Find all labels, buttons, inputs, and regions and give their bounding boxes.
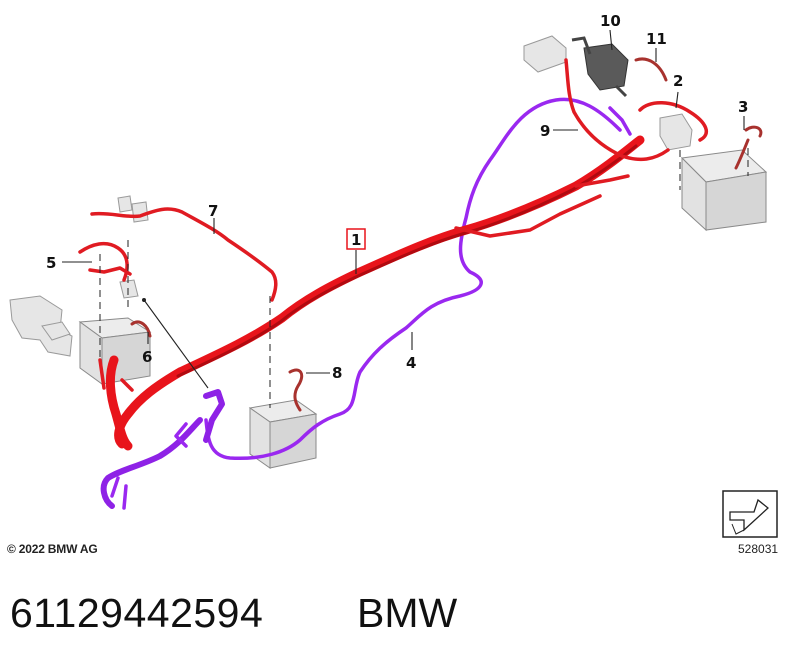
brand-name: BMW bbox=[357, 590, 458, 636]
ground-strap-6 bbox=[130, 320, 152, 338]
part-number: 61129442594 bbox=[10, 590, 264, 636]
red-cable-5-7 bbox=[78, 207, 278, 302]
junction-box-top bbox=[523, 35, 567, 73]
battery-front-right bbox=[680, 149, 768, 232]
fuse-box-part-10 bbox=[571, 36, 629, 98]
small-brackets-upper-left bbox=[117, 195, 149, 299]
callout-4[interactable]: 4 bbox=[406, 354, 416, 372]
leader-lines bbox=[62, 29, 745, 389]
callout-7[interactable]: 7 bbox=[208, 202, 218, 220]
callout-6[interactable]: 6 bbox=[142, 348, 152, 366]
callout-3[interactable]: 3 bbox=[738, 98, 748, 116]
callout-10[interactable]: 10 bbox=[600, 12, 621, 30]
ground-strap-3 bbox=[734, 125, 763, 170]
callout-9[interactable]: 9 bbox=[540, 122, 550, 140]
ground-strap-8 bbox=[288, 368, 304, 412]
arrow-box-icon[interactable] bbox=[722, 490, 778, 538]
battery-center bbox=[248, 399, 318, 469]
callout-5[interactable]: 5 bbox=[46, 254, 56, 272]
callout-1[interactable]: 1 bbox=[351, 231, 361, 249]
assembly-dashed-lines bbox=[99, 148, 749, 408]
purple-cable-4 bbox=[100, 97, 632, 510]
ground-strap-11 bbox=[634, 57, 668, 82]
copyright-text: © 2022 BMW AG bbox=[7, 542, 98, 556]
module-near-2 bbox=[659, 113, 693, 151]
red-main-cable-1 bbox=[98, 135, 645, 451]
callout-8[interactable]: 8 bbox=[332, 364, 342, 382]
callout-11[interactable]: 11 bbox=[646, 30, 667, 48]
callout-2[interactable]: 2 bbox=[673, 72, 683, 90]
red-cable-9 bbox=[564, 58, 709, 162]
callout-labels: 1 2 3 4 5 6 7 8 9 10 11 bbox=[46, 12, 748, 382]
rear-left-brackets bbox=[9, 295, 73, 357]
diagram-number: 528031 bbox=[738, 542, 779, 556]
